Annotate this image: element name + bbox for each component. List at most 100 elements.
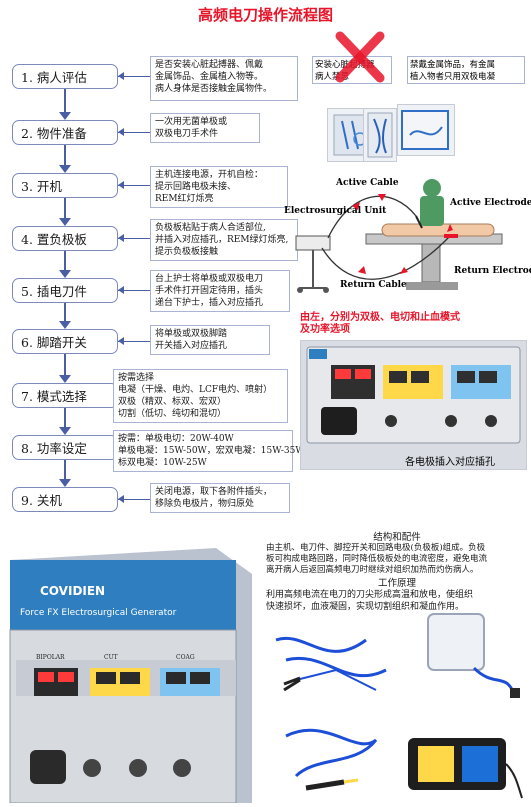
label-return-electrode: Return Electrode (454, 266, 531, 276)
photo-pencil-cable (266, 716, 396, 796)
connector-line-5 (118, 290, 150, 291)
connector-arrow-icon (118, 234, 124, 242)
step-desc-6-line-1: 将单极或双极脚踏 (155, 329, 228, 339)
step-desc-8-line-3: 标双电凝：10W-25W (118, 458, 207, 468)
structure-text-1: 由主机、电刀件、脚控开关和回路电极(负极板)组成。负极 (266, 543, 486, 553)
step-desc-4-line-3: 提示负极板接触 (155, 247, 219, 257)
generator-note-line1: 由左，分别为双极、电切和止血模式 (300, 312, 460, 323)
flow-connector-6 (64, 354, 66, 375)
flow-connector-1 (64, 89, 66, 112)
connector-line-6 (118, 341, 150, 342)
step-desc-8-line-1: 按需：单极电切：20W-40W (118, 434, 234, 444)
forbidden-cross-icon (335, 31, 385, 83)
principle-text-2: 快速损坏，血液凝固，实现切割组织和凝血作用。 (266, 602, 465, 612)
arrow-down-icon (59, 165, 71, 173)
step-desc-1-line-3: 病人身体是否接触金属物件。 (155, 84, 273, 94)
device-illustration (9, 548, 252, 804)
structure-title: 结构和配件 (373, 532, 421, 543)
flow-connector-2 (64, 145, 66, 165)
flow-connector-5 (64, 303, 66, 321)
arrow-down-icon (59, 427, 71, 435)
step-desc-8-line-2: 单极电凝：15W-50W，宏双电凝：15W-35W (118, 446, 305, 456)
label-electrosurgical-unit: Electrosurgical Unit (284, 206, 387, 216)
arrow-down-icon (59, 375, 71, 383)
socket-caption: 各电极插入对应插孔 (405, 457, 495, 468)
device-model: Force FX Electrosurgical Generator (20, 608, 177, 618)
arrow-down-icon (59, 479, 71, 487)
panel-coag-label: COAG (176, 654, 195, 661)
connector-line-4 (118, 238, 150, 239)
warning-right-line2: 植入物者只用双极电凝 (410, 72, 496, 82)
step-desc-1-line-1: 是否安装心脏起搏器、佩戴 (155, 60, 264, 70)
structure-text-2: 板可构成电路回路，同时降低极板处的电流密度，避免电流 (266, 554, 488, 564)
photo-return-pad (414, 608, 526, 700)
step-desc-5-line-3: 递台下护士，插入对应插孔 (155, 298, 264, 308)
step-desc-5-line-2: 手术件打开固定待用，插头 (155, 286, 264, 296)
step-desc-9: 关闭电源，取下各附件插头， 移除负电极片，物归原处 (150, 483, 290, 513)
label-return-cable: Return Cable (340, 280, 407, 290)
step-desc-2-line-1: 一次用无菌单极或 (155, 117, 228, 127)
connector-line-1 (118, 76, 150, 77)
step-desc-5: 台上护士将单极或双极电刀手术件打开固定待用，插头递台下护士，插入对应插孔 (150, 270, 290, 312)
warning-left-line1: 安装心脏起搏器 (315, 60, 375, 70)
step-desc-8: 按需：单极电切：20W-40W 单极电凝：15W-50W，宏双电凝：15W-35W… (113, 430, 305, 472)
flow-connector-7 (64, 408, 66, 427)
step-desc-6: 将单极或双极脚踏开关插入对应插孔 (150, 325, 270, 355)
flow-step-1: 1. 病人评估 (12, 64, 118, 89)
step-desc-3-line-1: 主机连接电源，开机自检： (155, 170, 264, 180)
flow-connector-3 (64, 198, 66, 218)
flow-step-5: 5. 插电刀件 (12, 278, 118, 303)
step-desc-9-line-1: 关闭电源，取下各附件插头， (155, 487, 273, 497)
photo-footswitch (398, 720, 526, 800)
surgery-diagram: Active Cable Active Electrode Electrosur… (282, 176, 531, 308)
step-desc-3-line-2: 提示回路电极未接、 (155, 182, 237, 192)
generator-panel-photo: 各电极插入对应插孔 (300, 340, 527, 470)
step-desc-1-line-2: 金属饰品、金属植入物等。 (155, 72, 264, 82)
step-desc-9-line-2: 移除负电极片，物归原处 (155, 499, 255, 509)
step-desc-7-line-2: 电凝（干燥、电灼、LCF电灼、喷射） (118, 385, 273, 395)
photo-forceps-cable (266, 620, 396, 700)
connector-line-3 (118, 185, 150, 186)
accessory-photo-forceps (363, 108, 397, 162)
accessory-photo-pad (397, 104, 455, 156)
panel-cut-label: CUT (104, 654, 118, 661)
flow-step-7: 7. 模式选择 (12, 383, 118, 408)
step-desc-1: 是否安装心脏起搏器、佩戴金属饰品、金属植入物等。病人身体是否接触金属物件。 (150, 56, 298, 101)
flow-step-3: 3. 开机 (12, 173, 118, 198)
arrow-down-icon (59, 270, 71, 278)
flow-connector-4 (64, 251, 66, 270)
flow-step-8: 8. 功率设定 (12, 435, 118, 460)
arrow-down-icon (59, 321, 71, 329)
connector-line-9 (118, 499, 150, 500)
step-desc-7-line-1: 按需选择 (118, 373, 155, 383)
flow-step-2: 2. 物件准备 (12, 120, 118, 145)
connector-line-2 (118, 132, 150, 133)
step-desc-7: 按需选择电凝（干燥、电灼、LCF电灼、喷射）双极（精双、标双、宏双）切割（低切、… (113, 369, 288, 423)
step-desc-6-line-2: 开关插入对应插孔 (155, 341, 228, 351)
step-desc-2-line-2: 双极电刀手术件 (155, 129, 219, 139)
principle-title: 工作原理 (377, 578, 416, 589)
connector-arrow-icon (118, 337, 124, 345)
info-block: 结构和配件 由主机、电刀件、脚控开关和回路电极(负极板)组成。负极 板可构成电路… (266, 532, 528, 613)
connector-arrow-icon (118, 128, 124, 136)
warning-left: 安装心脏起搏器 病人禁忌 (312, 56, 392, 84)
warning-right-line1: 禁戴金属饰品，有金属 (410, 60, 496, 70)
label-active-electrode: Active Electrode (450, 198, 531, 208)
generator-panel-illustration (306, 346, 521, 444)
generator-note-line2: 及功率选项 (300, 324, 350, 335)
principle-text-1: 利用高频电流在电刀的刀尖形成高温和放电，使组织 (266, 590, 474, 600)
step-desc-2: 一次用无菌单极或双极电刀手术件 (150, 113, 260, 143)
step-desc-7-line-3: 双极（精双、标双、宏双） (118, 397, 227, 407)
flow-step-4: 4. 置负极板 (12, 226, 118, 251)
label-active-cable: Active Cable (336, 178, 399, 188)
panel-bipolar-label: BIPOLAR (36, 654, 65, 661)
step-desc-3: 主机连接电源，开机自检： 提示回路电极未接、 REM红灯烁亮 (150, 166, 288, 208)
device-photo: COVIDIEN Force FX Electrosurgical Genera… (0, 530, 258, 804)
step-desc-5-line-1: 台上护士将单极或双极电刀 (155, 274, 264, 284)
step-desc-3-line-3: REM红灯烁亮 (155, 194, 214, 204)
step-desc-4-line-2: 并插入对应插孔，REM绿灯烁亮, (155, 235, 289, 245)
generator-note: 由左，分别为双极、电切和止血模式 及功率选项 (300, 312, 525, 336)
page-title: 高频电刀操作流程图 (197, 6, 333, 24)
connector-arrow-icon (118, 286, 124, 294)
step-desc-4: 负极板粘贴于病人合适部位,并插入对应插孔，REM绿灯烁亮,提示负极板接触 (150, 219, 298, 261)
